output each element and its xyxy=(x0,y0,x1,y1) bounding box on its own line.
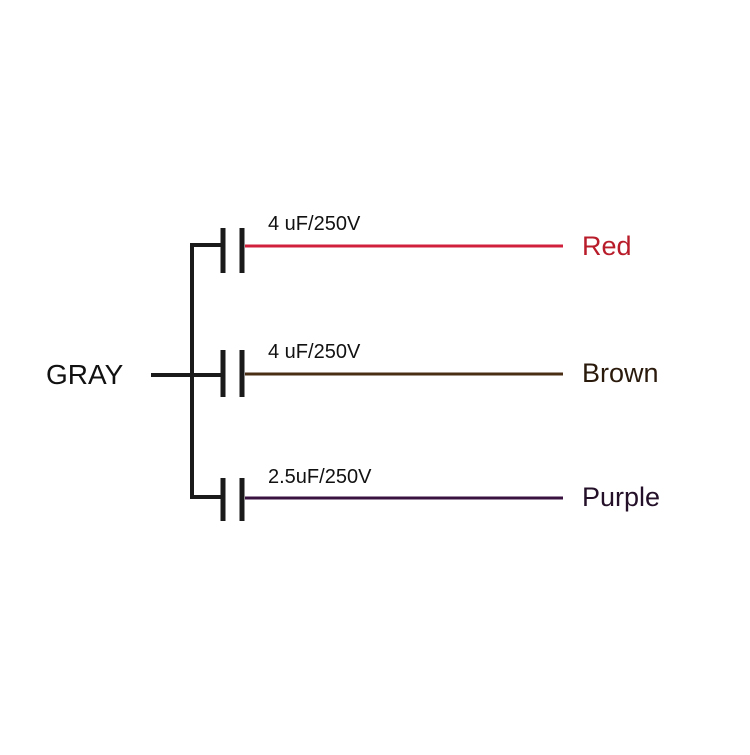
branch-3 xyxy=(190,478,563,521)
branch-1 xyxy=(190,228,563,273)
red-wire-label: Red xyxy=(582,231,632,261)
common-wire-label: GRAY xyxy=(46,359,124,390)
capacitor-3-rating: 2.5uF/250V xyxy=(268,466,372,488)
branch-2 xyxy=(190,350,563,397)
capacitor-2-rating: 4 uF/250V xyxy=(268,341,361,363)
capacitor-1-rating: 4 uF/250V xyxy=(268,213,361,235)
brown-wire-label: Brown xyxy=(582,358,659,388)
purple-wire-label: Purple xyxy=(582,482,661,512)
